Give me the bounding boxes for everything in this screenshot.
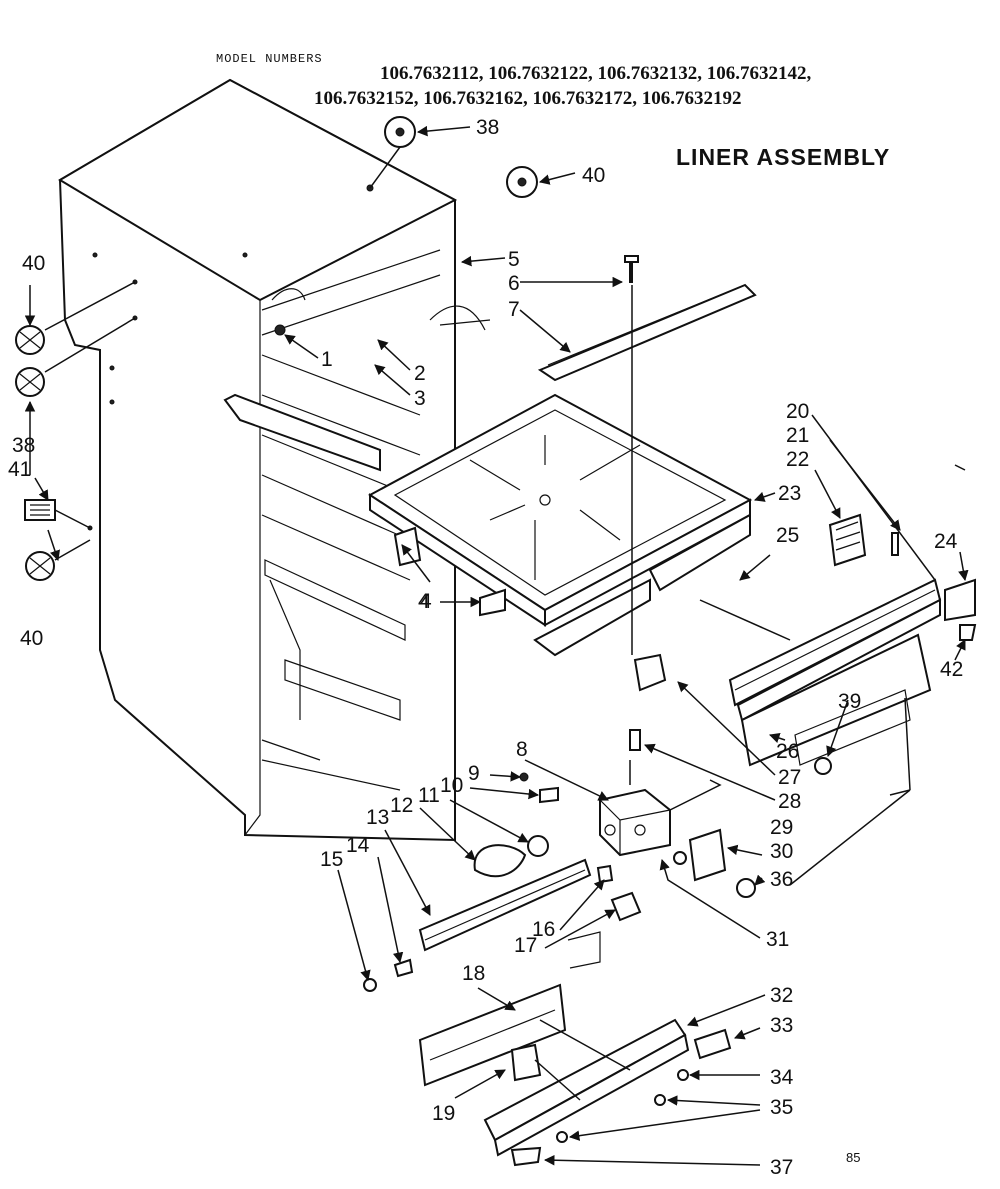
- callout-9: 9: [468, 762, 480, 785]
- callout-38-left: 38: [12, 434, 35, 457]
- callout-13: 13: [366, 806, 389, 829]
- callout-14: 14: [346, 834, 370, 857]
- callout-19: 19: [432, 1102, 455, 1125]
- callout-29: 29: [770, 816, 793, 839]
- callout-4-upper: 4: [420, 590, 432, 613]
- callout-1: 1: [321, 348, 333, 371]
- leader-lines: [24, 125, 969, 1166]
- cabinet-liner: [58, 78, 491, 842]
- callout-8: 8: [516, 738, 528, 761]
- plate-code: 85: [846, 1150, 861, 1165]
- callout-40-left-top: 40: [22, 252, 45, 275]
- callout-28: 28: [778, 790, 801, 813]
- callout-16: 16: [532, 918, 555, 941]
- callout-7: 7: [508, 298, 520, 321]
- top-rail: [537, 255, 757, 655]
- callout-41: 41: [8, 458, 31, 481]
- model-numbers-label: MODEL NUMBERS: [216, 52, 323, 66]
- callout-27: 27: [778, 766, 801, 789]
- callout-6: 6: [508, 272, 520, 295]
- callout-26: 26: [776, 740, 799, 763]
- callout-32: 32: [770, 984, 793, 1007]
- callout-40-left-bottom: 40: [20, 627, 43, 650]
- callout-5: 5: [508, 248, 520, 271]
- callout-12: 12: [390, 794, 413, 817]
- model-numbers-line-1: 106.7632112, 106.7632122, 106.7632132, 1…: [380, 63, 812, 84]
- callout-38-top: 38: [476, 116, 499, 139]
- callout-4-lower: 4: [418, 590, 430, 613]
- callout-11: 11: [418, 784, 440, 807]
- callout-10: 10: [440, 774, 463, 797]
- callout-20: 20: [786, 400, 809, 423]
- callout-34: 34: [770, 1066, 794, 1089]
- side-fasteners: [15, 281, 136, 581]
- shelf-tray: [368, 393, 753, 657]
- callout-22: 22: [786, 448, 809, 471]
- callout-23: 23: [778, 482, 801, 505]
- callout-24: 24: [934, 530, 958, 553]
- callout-3: 3: [414, 387, 426, 410]
- callout-42: 42: [940, 658, 963, 681]
- top-knobs: [369, 116, 538, 198]
- callout-36: 36: [770, 868, 793, 891]
- callout-39: 39: [838, 690, 861, 713]
- callout-35: 35: [770, 1096, 793, 1119]
- diagram-title: LINER ASSEMBLY: [676, 144, 891, 170]
- callout-31: 31: [766, 928, 789, 951]
- callout-21: 21: [786, 424, 809, 447]
- bottom-parts: [418, 983, 732, 1167]
- callout-15: 15: [320, 848, 343, 871]
- callout-33: 33: [770, 1014, 793, 1037]
- callout-numbers: 38 40 5 6 7 1 2 3 4 4 40 38 41 40 20 21 …: [8, 116, 963, 1179]
- callout-25: 25: [776, 524, 799, 547]
- model-numbers-line-2: 106.7632152, 106.7632162, 106.7632172, 1…: [314, 88, 742, 109]
- callout-2: 2: [414, 362, 426, 385]
- callout-18: 18: [462, 962, 485, 985]
- front-control-strip: [699, 513, 977, 775]
- callout-37: 37: [770, 1156, 793, 1179]
- control-block: [363, 653, 756, 992]
- callout-30: 30: [770, 840, 793, 863]
- callout-17: 17: [514, 934, 537, 957]
- callout-40-top: 40: [582, 164, 605, 187]
